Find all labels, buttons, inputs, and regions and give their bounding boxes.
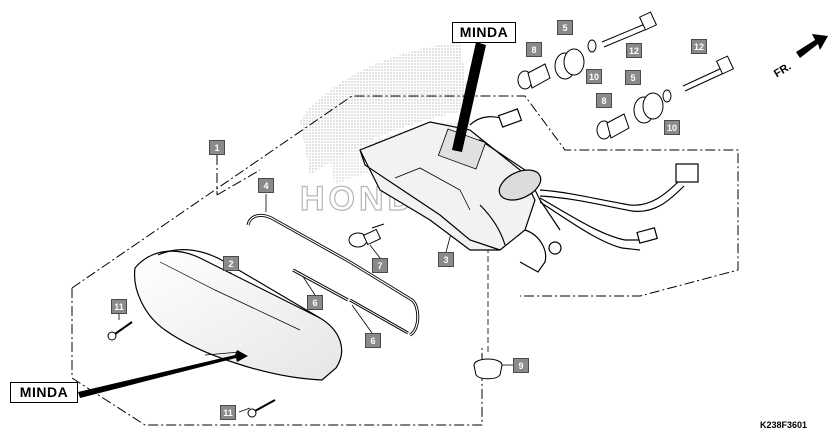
mounting-hardware [517,11,735,140]
part-tag-2[interactable]: 2 [223,256,239,271]
gasket [246,213,420,337]
minda-callout-bottom: MINDA [10,382,78,403]
part-tag-5b[interactable]: 5 [625,70,641,85]
diagram-code: K238F3601 [760,420,808,430]
assembly-outline [71,95,739,426]
grommet [473,358,503,380]
part-tag-5a[interactable]: 5 [557,20,573,35]
part-tag-6b[interactable]: 6 [365,333,381,348]
wiring-harness [469,108,699,251]
part-tag-8b[interactable]: 8 [596,93,612,108]
screws [107,321,276,418]
part-tag-10a[interactable]: 10 [586,69,602,84]
part-tag-4[interactable]: 4 [258,178,274,193]
part-tag-10b[interactable]: 10 [664,120,680,135]
part-tag-11b[interactable]: 11 [220,405,236,420]
part-tag-3[interactable]: 3 [438,252,454,267]
bulb [348,223,385,248]
part-tag-1[interactable]: 1 [209,140,225,155]
part-tag-12b[interactable]: 12 [691,39,707,54]
reflector-strips [292,268,409,335]
part-tag-9[interactable]: 9 [513,358,529,373]
part-tag-12a[interactable]: 12 [626,43,642,58]
part-tag-8a[interactable]: 8 [526,42,542,57]
front-direction-arrow [796,34,828,58]
part-tag-7[interactable]: 7 [372,258,388,273]
minda-callout-top: MINDA [452,22,516,43]
minda-arrows [78,42,486,398]
part-tag-11a[interactable]: 11 [111,299,127,314]
part-tag-6a[interactable]: 6 [307,295,323,310]
